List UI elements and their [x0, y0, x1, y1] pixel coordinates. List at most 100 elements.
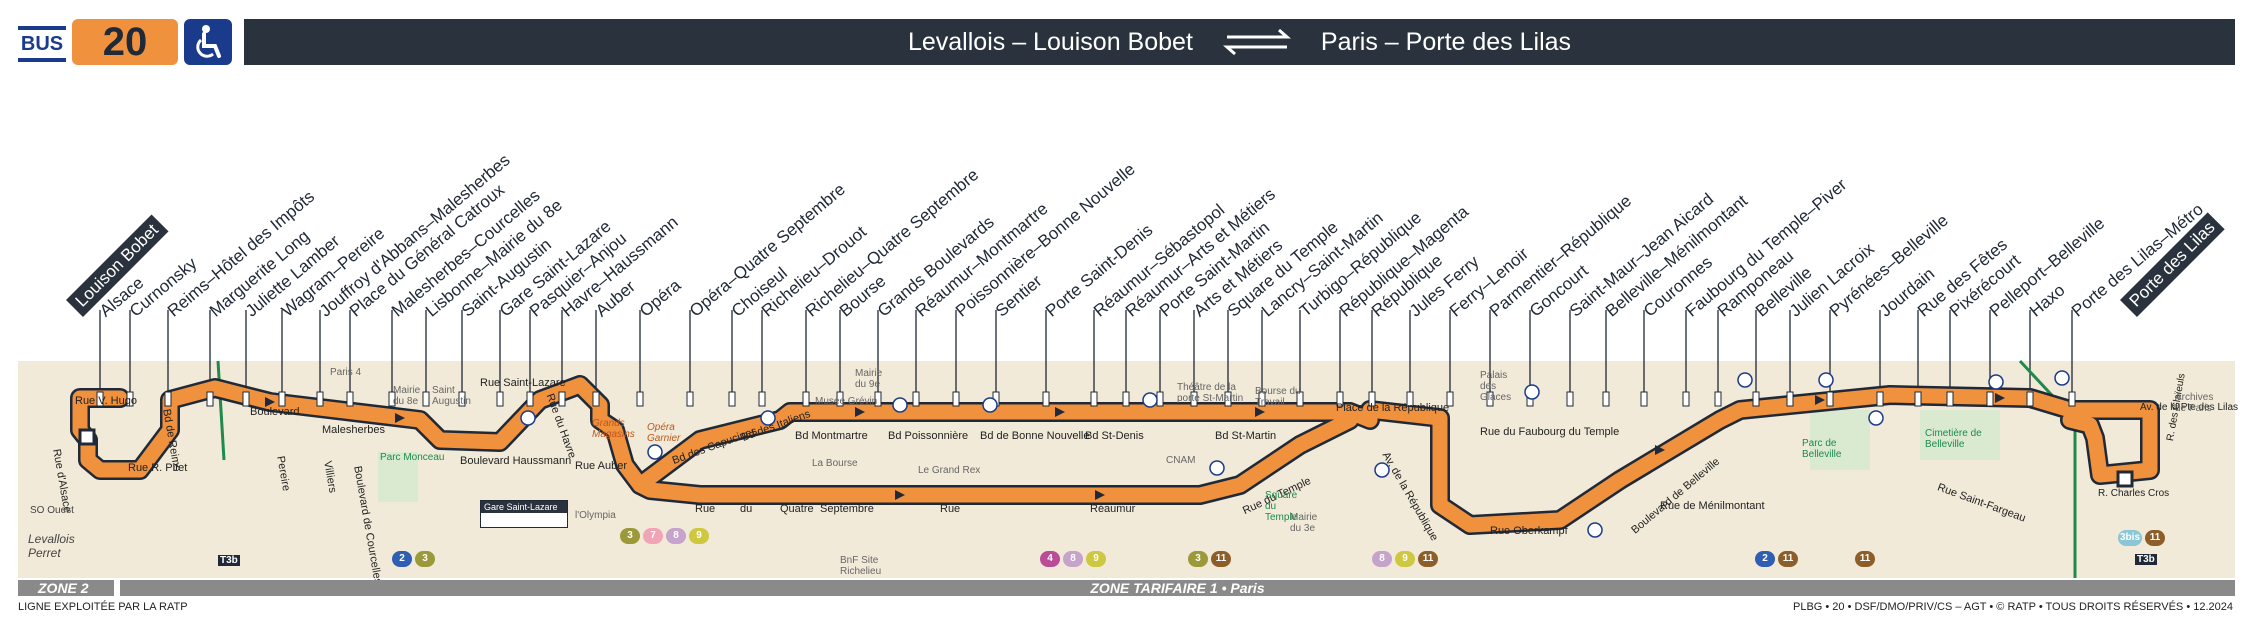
metro-line-badge: 4	[1040, 551, 1060, 567]
street-rue-4-sept-4: Septembre	[820, 503, 874, 515]
stop-marker	[1190, 391, 1198, 407]
stop-marker	[874, 391, 882, 407]
metro-icon	[1818, 372, 1834, 388]
street-bd-montmartre: Bd Montmartre	[795, 430, 868, 442]
label-so-ouest: SO Ouest	[30, 505, 74, 516]
street-av-pte: Av. de la Pte des Lilas	[2140, 402, 2239, 413]
stop-marker	[1258, 391, 1266, 407]
stop-marker	[1486, 391, 1494, 407]
jourdain-metro-lines: 11	[1855, 551, 1875, 567]
stop-marker	[1786, 391, 1794, 407]
metro-line-badge: 2	[392, 551, 412, 567]
metro-line-badge: 8	[1372, 551, 1392, 567]
direction-arrow	[265, 397, 275, 407]
stop-marker	[164, 391, 172, 407]
label-palais-glaces: Palais des Glaces	[1480, 370, 1512, 403]
tram-badge-west: T3b	[218, 555, 240, 566]
metro-icon	[520, 410, 536, 426]
label-levallois: Levallois Perret	[28, 532, 75, 560]
stop-marker	[836, 391, 844, 407]
metro-icon	[1988, 374, 2004, 390]
cimetiere-area	[1920, 410, 2000, 460]
stop-marker	[1714, 391, 1722, 407]
street-bd-st-martin: Bd St-Martin	[1215, 430, 1277, 442]
route-title-bar: Levallois – Louison Bobet Paris – Porte …	[244, 19, 2235, 65]
metro-icon	[982, 397, 998, 413]
street-r-charles-cros: R. Charles Cros	[2098, 488, 2170, 499]
gare-st-lazare-title: Gare Saint-Lazare	[481, 501, 567, 513]
stop-marker	[316, 391, 324, 407]
stop-marker	[1446, 391, 1454, 407]
stop-marker	[802, 391, 810, 407]
label-mairie-9e: Mairie du 9e	[855, 368, 883, 390]
street-rue-pitet: Rue R. Pitet	[128, 462, 188, 474]
label-parc-monceau: Parc Monceau	[380, 452, 445, 463]
stop-marker	[1122, 391, 1130, 407]
stop-marker	[1876, 391, 1884, 407]
label-mairie-3e: Mairie du 3e	[1290, 512, 1318, 534]
street-rue-v-hugo: Rue V. Hugo	[75, 395, 137, 407]
bus-logo: BUS	[18, 26, 66, 62]
metro-line-badge: 11	[1418, 551, 1438, 567]
stop-marker	[388, 391, 396, 407]
street-rue-reaumur-1: Rue	[940, 503, 961, 515]
stop-marker	[1296, 391, 1304, 407]
parc-monceau-area	[378, 452, 418, 502]
metro-icon	[1737, 372, 1753, 388]
metro-icon	[1587, 522, 1603, 538]
label-parc-belleville: Parc de Belleville	[1802, 438, 1842, 460]
metro-line-badge: 9	[1086, 551, 1106, 567]
metro-line-badge: 2	[1755, 551, 1775, 567]
stop-marker	[1406, 391, 1414, 407]
street-malesherbes: Malesherbes	[322, 424, 385, 436]
stop-marker	[2026, 391, 2034, 407]
zone1-bar: ZONE TARIFAIRE 1 • Paris	[120, 580, 2235, 596]
stop-marker	[1602, 391, 1610, 407]
street-rue-4-sept-2: du	[740, 503, 753, 515]
direction-arrow	[895, 490, 905, 500]
metro-line-badge: 3bis	[2118, 530, 2143, 546]
label-bnf: BnF Site Richelieu	[840, 555, 882, 577]
gare-st-lazare-box: Gare Saint-Lazare	[480, 500, 568, 528]
direction-arrow	[1055, 407, 1065, 417]
direction-arrow	[855, 407, 865, 417]
stop-marker	[636, 391, 644, 407]
stop-marker	[758, 391, 766, 407]
metro-line-badge: 11	[1211, 551, 1231, 567]
metro-line-badge: 3	[415, 551, 435, 567]
label-grands-magasins: Grands Magasins	[592, 418, 635, 440]
stop-marker	[912, 391, 920, 407]
label-cimetiere: Cimetière de Belleville	[1925, 428, 1982, 450]
metro-line-badge: 8	[1063, 551, 1083, 567]
street-rue-reaumur-2: Réaumur	[1090, 503, 1136, 515]
street-bd-bonne-nouvelle: Bd de Bonne Nouvelle	[980, 430, 1090, 442]
stop-marker	[242, 391, 250, 407]
origin-label: Levallois – Louison Bobet	[907, 27, 1193, 56]
label-mairie-8e: Mairie du 8e	[393, 385, 421, 407]
line-number-badge: 20	[72, 19, 178, 65]
stop-marker	[346, 391, 354, 407]
metro-icon	[1142, 392, 1158, 408]
parc-belleville-area	[1810, 410, 1870, 470]
stop-marker	[1914, 391, 1922, 407]
stop-marker	[1156, 391, 1164, 407]
street-rue-4-sept-1: Rue	[695, 503, 716, 515]
label-olympia: l'Olympia	[575, 510, 616, 521]
stop-marker	[1946, 391, 1954, 407]
destination-label: Paris – Porte des Lilas	[1320, 27, 1572, 56]
direction-arrow	[1095, 490, 1105, 500]
metro-line-badge: 11	[1855, 551, 1875, 567]
direction-arrow	[1655, 445, 1665, 455]
metro-icon	[647, 444, 663, 460]
metro-icon	[1209, 460, 1225, 476]
street-rue-4-sept-3: Quatre	[780, 503, 814, 515]
street-rue-menilmontant: Rue de Ménilmontant	[1660, 500, 1765, 512]
direction-arrow	[1995, 393, 2005, 403]
label-opera-garnier: Opéra Garnier	[647, 422, 681, 444]
street-bd-st-denis: Bd St-Denis	[1085, 430, 1144, 442]
